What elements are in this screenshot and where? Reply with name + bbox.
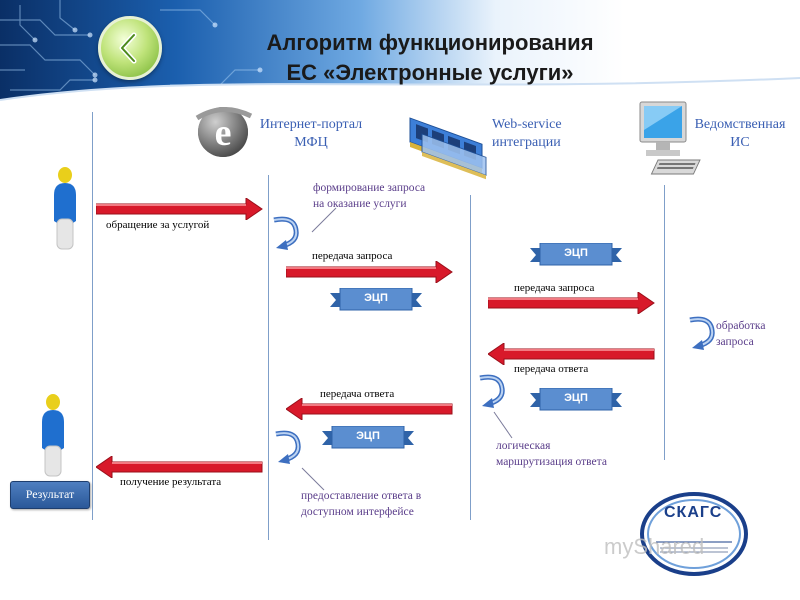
ecp-label: ЭЦП xyxy=(564,392,588,404)
lane-line-webservice xyxy=(470,195,471,520)
ecp-ribbon: ЭЦП xyxy=(322,425,414,452)
skags-logo: СКАГС xyxy=(640,490,748,578)
note-process-line2: запроса xyxy=(716,336,754,348)
back-button[interactable] xyxy=(98,16,162,80)
chevron-left-icon xyxy=(119,32,137,64)
lane-line-agency xyxy=(664,185,665,460)
actor-agency-line2: ИС xyxy=(730,135,750,150)
user-figure-icon xyxy=(42,394,64,477)
watermark: myShared xyxy=(604,534,705,559)
arrow-send-request-1 xyxy=(286,261,453,283)
note-provide-answer: предоставление ответа в доступном интерф… xyxy=(301,488,421,520)
ribbon-shape xyxy=(322,425,414,449)
ribbon-shape xyxy=(530,242,622,266)
label-send-request-1: передача запроса xyxy=(312,250,393,262)
lane-line-portal xyxy=(268,175,269,540)
ribbon-shape xyxy=(330,287,422,311)
arrow-send-request-2 xyxy=(488,292,655,314)
cycle-arrow-icon xyxy=(689,316,715,350)
result-button[interactable]: Результат xyxy=(10,481,90,509)
note-form-request: формирование запроса на оказание услуги xyxy=(313,180,425,212)
note-connector xyxy=(311,207,337,233)
ecp-label: ЭЦП xyxy=(564,247,588,259)
lane-line-user xyxy=(92,112,93,520)
note-routing-line1: логическая xyxy=(496,440,551,452)
cycle-arrow-icon xyxy=(275,430,301,464)
label-request-service: обращение за услугой xyxy=(106,219,210,231)
ecp-ribbon: ЭЦП xyxy=(330,287,422,314)
logo-name: СКАГС xyxy=(664,504,723,521)
header-swoosh xyxy=(0,77,800,110)
ribbon-shape xyxy=(530,387,622,411)
note-form-request-line1: формирование запроса xyxy=(313,182,426,194)
note-routing: логическая маршрутизация ответа xyxy=(496,438,607,470)
label-send-reply-2: передача ответа xyxy=(320,388,395,400)
memory-module-icon xyxy=(409,117,487,180)
actor-portal-line2: МФЦ xyxy=(294,135,328,150)
arrow-send-reply-1 xyxy=(488,343,655,365)
page-title: Алгоритм функционирования ЕС «Электронны… xyxy=(250,28,610,88)
cycle-arrow-icon xyxy=(479,374,505,408)
arrow-send-reply-2 xyxy=(286,398,453,420)
note-provide-line1: предоставление ответа в xyxy=(301,490,422,502)
actor-agency-label: Ведомственная ИС xyxy=(682,116,798,152)
ecp-label: ЭЦП xyxy=(356,430,380,442)
label-send-request-2: передача запроса xyxy=(514,282,595,294)
note-process-request: обработка запроса xyxy=(716,318,765,350)
actor-portal-line1: Интернет-портал xyxy=(259,117,363,132)
circuit-pattern xyxy=(0,0,263,91)
actor-webservice-line1: Web-service xyxy=(492,117,562,132)
note-routing-line2: маршрутизация ответа xyxy=(496,456,607,468)
actor-agency-line1: Ведомственная xyxy=(694,117,786,132)
note-connector xyxy=(301,467,325,491)
note-form-request-line2: на оказание услуги xyxy=(313,198,407,210)
actor-webservice-label: Web-service интеграции xyxy=(492,116,584,152)
svg-text:e: e xyxy=(215,112,232,154)
note-process-line1: обработка xyxy=(716,320,766,332)
computer-icon xyxy=(639,101,701,175)
internet-explorer-icon: e xyxy=(195,107,253,157)
label-get-result: получение результата xyxy=(120,476,222,488)
logo-emblem xyxy=(640,492,748,576)
ecp-ribbon: ЭЦП xyxy=(530,242,622,269)
title-line-1: Алгоритм функционирования xyxy=(266,30,594,55)
ecp-ribbon: ЭЦП xyxy=(530,387,622,414)
ecp-label: ЭЦП xyxy=(364,292,388,304)
header-banner xyxy=(0,0,800,110)
actor-webservice-line2: интеграции xyxy=(492,135,561,150)
cycle-arrow-icon xyxy=(273,216,299,250)
note-connector xyxy=(493,411,513,439)
label-send-reply-1: передача ответа xyxy=(514,363,589,375)
actor-portal-label: Интернет-портал МФЦ xyxy=(248,116,374,152)
arrow-get-result xyxy=(96,456,263,478)
title-line-2: ЕС «Электронные услуги» xyxy=(286,60,574,85)
user-figure-icon xyxy=(54,167,76,250)
arrow-request-service xyxy=(96,198,263,220)
note-provide-line2: доступном интерфейсе xyxy=(301,506,414,518)
